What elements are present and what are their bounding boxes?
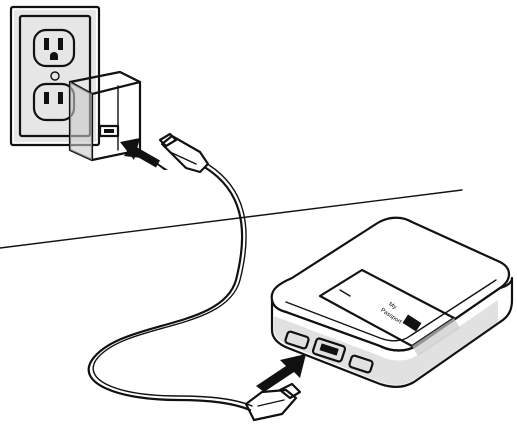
drive-label-line2: Passport xyxy=(379,308,402,326)
usb-plug-top xyxy=(162,136,208,172)
table-edge-line xyxy=(0,190,462,248)
external-hard-drive: WD My Passport xyxy=(272,218,512,387)
arrow-to-drive-icon xyxy=(256,354,306,392)
usb-plug-bottom xyxy=(246,390,296,420)
drive-indicator xyxy=(340,290,350,296)
usb-cable xyxy=(89,134,300,420)
drive-label-line1: My xyxy=(387,302,397,311)
